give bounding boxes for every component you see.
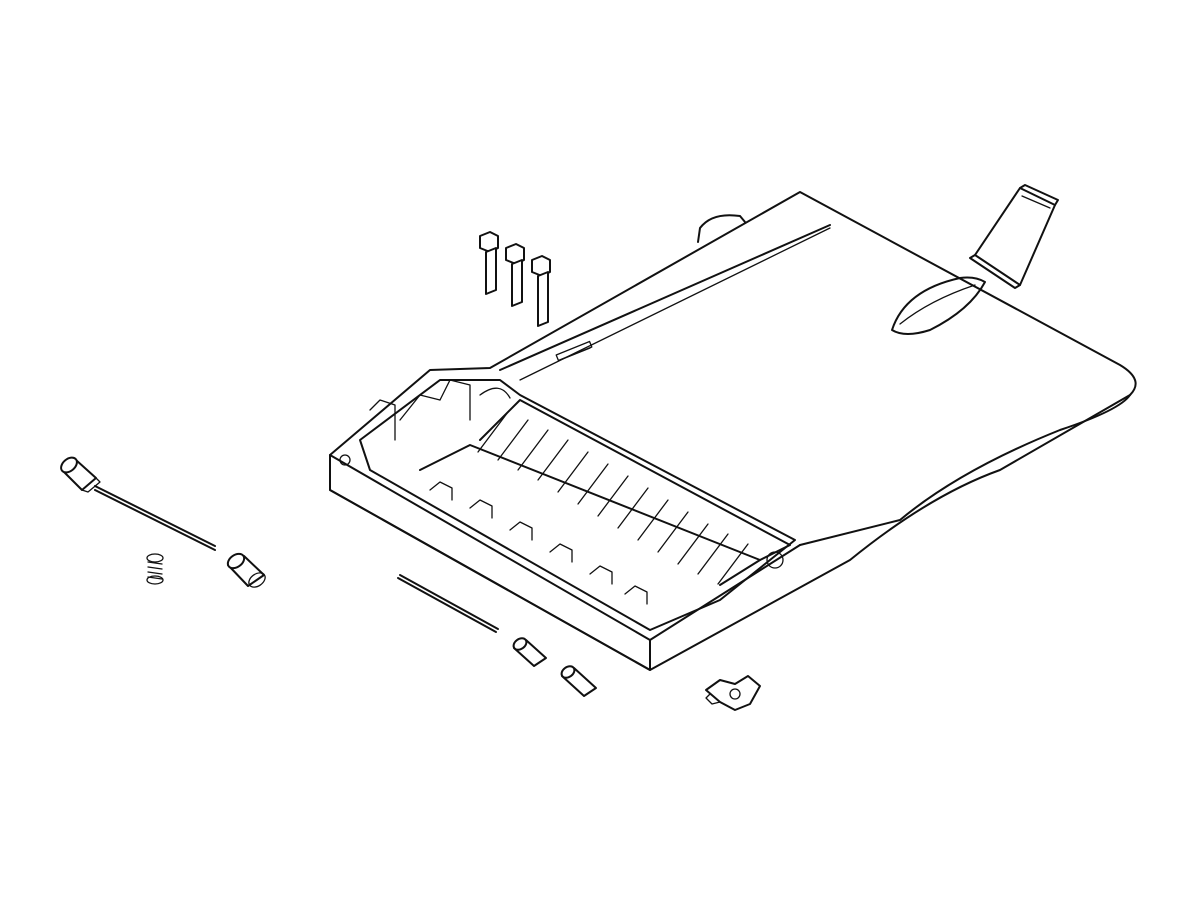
guide-rod bbox=[397, 574, 499, 633]
clip-3 bbox=[531, 255, 551, 327]
clip-1 bbox=[479, 231, 499, 295]
separate-roller bbox=[226, 552, 266, 588]
roller-shaft-assembly bbox=[60, 456, 216, 551]
tray-extension-flap bbox=[969, 184, 1059, 289]
front-wall-teeth bbox=[429, 481, 648, 605]
small-roller-b bbox=[560, 665, 597, 697]
small-roller-a bbox=[512, 637, 547, 667]
compression-spring bbox=[146, 553, 164, 585]
scanner-cover-tray bbox=[329, 191, 1137, 671]
retaining-clips bbox=[479, 231, 551, 327]
pleat-lines bbox=[477, 411, 749, 585]
clip-2 bbox=[505, 243, 525, 307]
mounting-bracket bbox=[705, 675, 761, 711]
